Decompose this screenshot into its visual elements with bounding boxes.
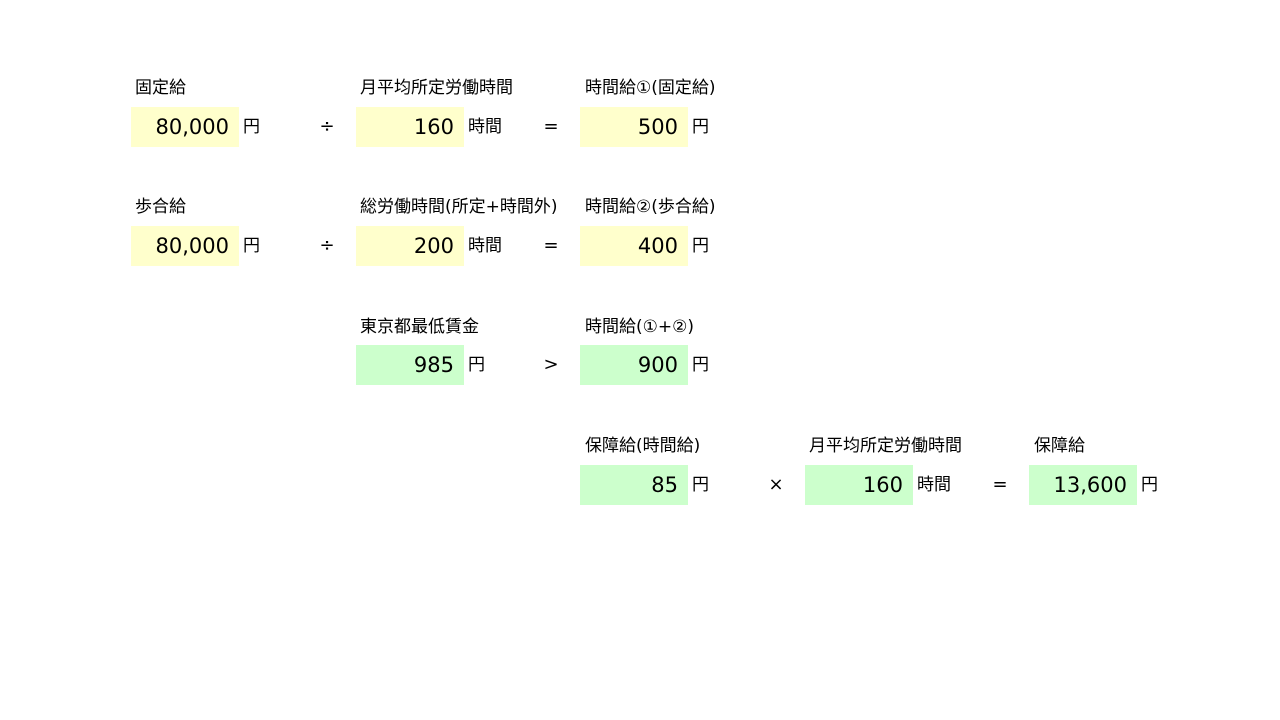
min-wage-label: 東京都最低賃金 xyxy=(360,317,479,337)
monthly-hours-unit: 時間 xyxy=(917,475,951,495)
hourly-wage-fixed-unit: 円 xyxy=(692,117,709,137)
equals-operator: = xyxy=(543,235,559,256)
min-wage-unit: 円 xyxy=(468,355,485,375)
monthly-hours-label: 月平均所定労働時間 xyxy=(360,78,513,98)
monthly-hours-unit: 時間 xyxy=(468,117,502,137)
hourly-wage-commission-unit: 円 xyxy=(692,236,709,256)
total-hours-value: 200 xyxy=(356,226,464,266)
fixed-salary-label: 固定給 xyxy=(135,78,186,98)
greater-than-operator: > xyxy=(543,354,559,375)
guaranteed-hourly-unit: 円 xyxy=(692,475,709,495)
commission-unit: 円 xyxy=(243,236,260,256)
commission-label: 歩合給 xyxy=(135,197,186,217)
fixed-salary-unit: 円 xyxy=(243,117,260,137)
hourly-wage-fixed-value: 500 xyxy=(580,107,688,147)
min-wage-value: 985 xyxy=(356,345,464,385)
total-hours-label: 総労働時間(所定+時間外) xyxy=(360,197,558,217)
divide-operator: ÷ xyxy=(319,235,335,256)
hourly-wage-total-value: 900 xyxy=(580,345,688,385)
divide-operator: ÷ xyxy=(319,116,335,137)
monthly-hours-label: 月平均所定労働時間 xyxy=(809,436,962,456)
equals-operator: = xyxy=(543,116,559,137)
hourly-wage-commission-label: 時間給②(歩合給) xyxy=(585,197,716,217)
hourly-wage-total-label: 時間給(①+②) xyxy=(585,317,694,337)
guaranteed-hourly-value: 85 xyxy=(580,465,688,505)
multiply-operator: × xyxy=(768,474,784,495)
hourly-wage-fixed-label: 時間給①(固定給) xyxy=(585,78,716,98)
total-hours-unit: 時間 xyxy=(468,236,502,256)
monthly-hours-value: 160 xyxy=(805,465,913,505)
monthly-hours-value: 160 xyxy=(356,107,464,147)
guaranteed-hourly-label: 保障給(時間給) xyxy=(585,436,701,456)
hourly-wage-commission-value: 400 xyxy=(580,226,688,266)
guaranteed-pay-label: 保障給 xyxy=(1034,436,1085,456)
hourly-wage-total-unit: 円 xyxy=(692,355,709,375)
commission-value: 80,000 xyxy=(131,226,239,266)
fixed-salary-value: 80,000 xyxy=(131,107,239,147)
equals-operator: = xyxy=(992,474,1008,495)
guaranteed-pay-unit: 円 xyxy=(1141,475,1158,495)
guaranteed-pay-value: 13,600 xyxy=(1029,465,1137,505)
